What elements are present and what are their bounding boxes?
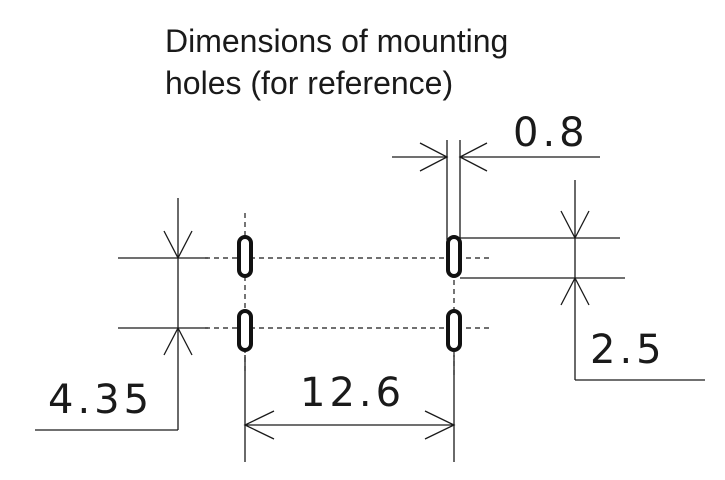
title-line-1: Dimensions of mounting <box>165 23 509 59</box>
dimension-label-column-spacing: 12.6 <box>300 370 405 416</box>
diagram-title: Dimensions of mounting holes (for refere… <box>165 20 508 104</box>
dimension-column-spacing: 12.6 <box>243 355 456 462</box>
dimension-slot-width: 0.8 <box>392 110 600 240</box>
hole-bottom-left <box>237 309 253 352</box>
hole-bottom-right <box>446 309 462 352</box>
hole-top-right <box>446 235 462 278</box>
dimension-row-spacing: 4.35 <box>35 198 208 431</box>
dimension-slot-pitch: 2.5 <box>460 180 705 381</box>
dimension-label-slot-width: 0.8 <box>513 110 589 156</box>
hole-top-left <box>237 235 253 278</box>
dimension-label-slot-pitch: 2.5 <box>590 327 666 373</box>
dimension-label-row-spacing: 4.35 <box>48 377 153 423</box>
title-line-2: holes (for reference) <box>165 65 454 101</box>
